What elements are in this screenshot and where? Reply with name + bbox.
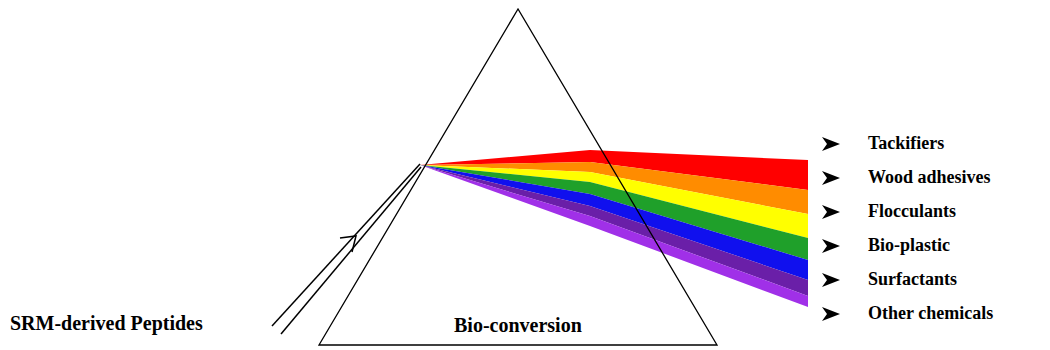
bullet-arrows <box>822 137 840 321</box>
prism-label: Bio-conversion <box>454 314 582 336</box>
product-label: Bio-plastic <box>868 236 950 256</box>
prism-outline <box>318 8 718 346</box>
product-label: Other chemicals <box>868 304 993 324</box>
violet-band <box>420 165 808 307</box>
product-label: Flocculants <box>868 202 956 222</box>
beam-line <box>281 167 421 334</box>
beam-arrow <box>340 236 356 252</box>
product-label: Tackifiers <box>868 134 944 154</box>
product-label: Surfactants <box>868 270 957 290</box>
input-label: SRM-derived Peptides <box>10 312 203 334</box>
product-label: Wood adhesives <box>868 168 991 188</box>
prism: Bio-conversion <box>318 8 718 346</box>
beam-line <box>272 164 420 326</box>
